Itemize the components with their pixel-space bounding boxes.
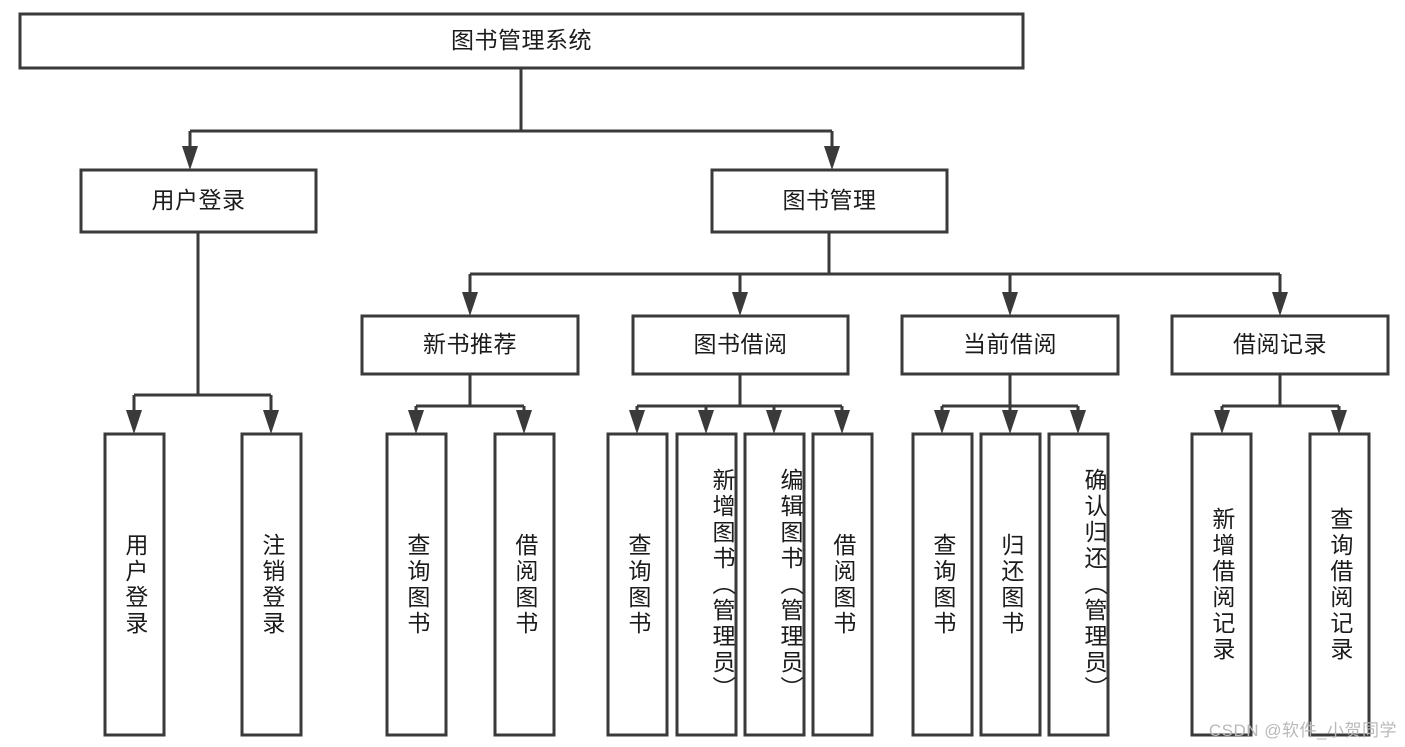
connector-root-to-level2 xyxy=(182,68,840,170)
node-box-current-borrow[interactable] xyxy=(900,314,1120,376)
node-box-leaf-edit-book[interactable] xyxy=(743,432,806,737)
node-box-borrow-record[interactable] xyxy=(1170,314,1390,376)
connector-current-borrow-to-leaves xyxy=(934,374,1086,434)
node-box-leaf-return-book[interactable] xyxy=(979,432,1042,737)
node-box-leaf-logout[interactable] xyxy=(240,432,303,737)
node-box-leaf-borrow-book-1[interactable] xyxy=(493,432,556,737)
node-box-leaf-query-book-1[interactable] xyxy=(385,432,448,737)
node-box-root[interactable] xyxy=(18,12,1025,70)
connector-new-book-rec-to-leaves xyxy=(408,374,532,434)
node-box-leaf-add-record[interactable] xyxy=(1190,432,1253,737)
node-box-leaf-query-record[interactable] xyxy=(1308,432,1371,737)
connector-book-manage-to-level3 xyxy=(462,232,1288,316)
connector-user-login-to-leaves xyxy=(126,232,279,434)
connector-book-borrow-to-leaves xyxy=(629,374,850,434)
node-box-user-login[interactable] xyxy=(79,168,318,234)
node-box-book-borrow[interactable] xyxy=(631,314,850,376)
connector-borrow-record-to-leaves xyxy=(1214,374,1347,434)
node-box-leaf-query-book-3[interactable] xyxy=(911,432,974,737)
node-box-leaf-add-book[interactable] xyxy=(675,432,738,737)
node-box-leaf-query-book-2[interactable] xyxy=(606,432,669,737)
watermark-text: CSDN @软件_小贺同学 xyxy=(1208,721,1397,740)
node-box-book-manage[interactable] xyxy=(710,168,949,234)
node-box-leaf-borrow-book-2[interactable] xyxy=(811,432,874,737)
node-box-leaf-confirm-return[interactable] xyxy=(1047,432,1110,737)
node-box-new-book-rec[interactable] xyxy=(360,314,580,376)
node-box-leaf-user-login[interactable] xyxy=(103,432,166,737)
